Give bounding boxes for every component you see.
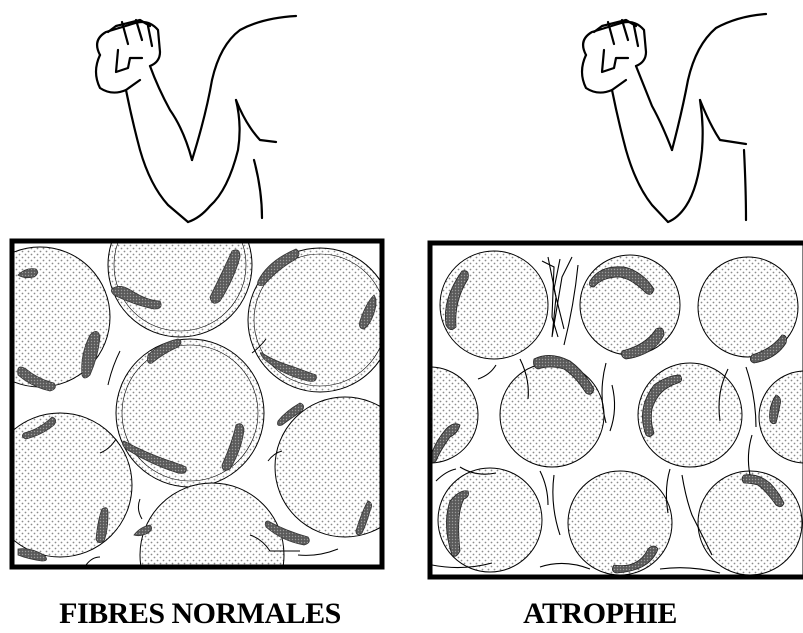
flexed-arm-icon: [400, 0, 803, 235]
muscle-fiber-icon: [500, 363, 604, 467]
panel-normal-fibres: FIBRES NORMALES: [0, 0, 400, 633]
flexed-arm-icon: [0, 0, 400, 235]
atrophy-fibre-section: [400, 235, 803, 590]
muscle-fiber-icon: [568, 471, 672, 575]
muscle-fiber-icon: [116, 339, 264, 487]
caption-atrophy: ATROPHIE: [400, 597, 800, 631]
caption-normal-fibres: FIBRES NORMALES: [0, 597, 400, 631]
panel-atrophy: ATROPHIE: [400, 0, 800, 633]
normal-fibre-section: [0, 235, 400, 590]
muscle-fiber-icon: [698, 471, 802, 575]
muscle-fiber-icon: [638, 363, 742, 467]
